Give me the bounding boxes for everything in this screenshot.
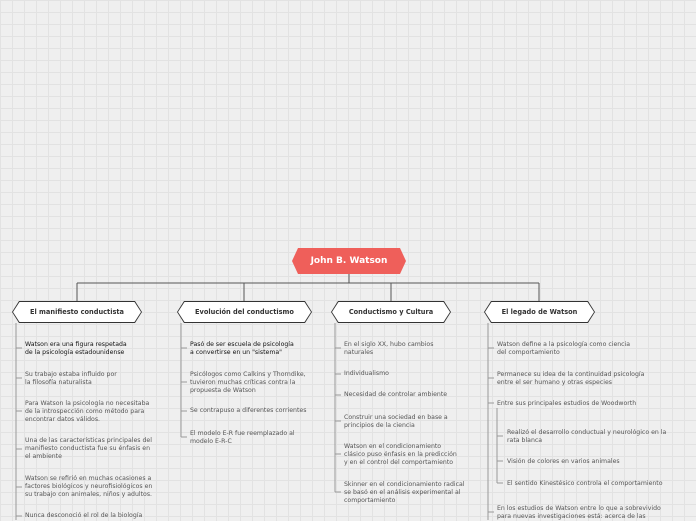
- subtopic[interactable]: En los estudios de Watson entre lo que a…: [497, 505, 661, 520]
- sub-subtopic[interactable]: Visión de colores en varios animales: [507, 458, 620, 465]
- subtopic[interactable]: Entre sus principales estudios de Woodwo…: [497, 400, 637, 407]
- subtopic[interactable]: Permanece su idea de la continuidad psic…: [497, 371, 645, 386]
- subtopic[interactable]: Watson define a la psicología como cienc…: [497, 341, 631, 356]
- branch-label: Conductismo y Cultura: [348, 308, 434, 316]
- branch-label: Evolución del conductismo: [195, 308, 294, 316]
- subtopic[interactable]: El modelo E-R fue reemplazado al modelo …: [190, 430, 295, 445]
- sub-subtopic[interactable]: Realizó el desarrollo conductual y neuro…: [507, 429, 667, 444]
- subtopic[interactable]: Su trabajo estaba influido por la filoso…: [25, 371, 117, 386]
- subtopic[interactable]: Construir una sociedad en base a princip…: [344, 414, 448, 429]
- subtopic[interactable]: Watson se refirió en muchas ocasiones a …: [25, 475, 153, 498]
- subtopic[interactable]: Pasó de ser escuela de psicología a conv…: [190, 341, 294, 356]
- subtopic[interactable]: Watson en el condicionamiento clásico pu…: [344, 443, 457, 466]
- subtopic[interactable]: Se contrapuso a diferentes corrientes: [190, 407, 307, 414]
- branch-legado-watson[interactable]: El legado de Watson: [484, 301, 595, 323]
- subtopic[interactable]: Individualismo: [344, 370, 389, 377]
- subtopic[interactable]: Psicólogos como Calkins y Thorndike, tuv…: [190, 371, 306, 394]
- branch-manifiesto-conductista[interactable]: El manifiesto conductista: [12, 301, 142, 323]
- branch-evolucion-conductismo[interactable]: Evolución del conductismo: [177, 301, 312, 323]
- subtopic[interactable]: Skinner en el condicionamiento radical s…: [344, 481, 465, 504]
- branch-conductismo-cultura[interactable]: Conductismo y Cultura: [331, 301, 451, 323]
- branch-label: El manifiesto conductista: [30, 308, 124, 316]
- root-topic-label: John B. Watson: [310, 256, 388, 266]
- subtopic[interactable]: Necesidad de controlar ambiente: [344, 391, 448, 398]
- subtopic[interactable]: Para Watson la psicología no necesitaba …: [25, 400, 150, 423]
- branch-label: El legado de Watson: [501, 308, 578, 316]
- subtopic[interactable]: Watson era una figura respetada de la ps…: [25, 341, 127, 356]
- subtopic[interactable]: Una de las características principales d…: [25, 437, 152, 460]
- sub-subtopic[interactable]: El sentido Kinestésico controla el compo…: [507, 480, 663, 487]
- subtopic[interactable]: En el siglo XX, hubo cambios naturales: [344, 341, 434, 356]
- root-topic[interactable]: John B. Watson: [292, 248, 406, 274]
- subtopic[interactable]: Nunca desconoció el rol de la biología: [25, 512, 143, 519]
